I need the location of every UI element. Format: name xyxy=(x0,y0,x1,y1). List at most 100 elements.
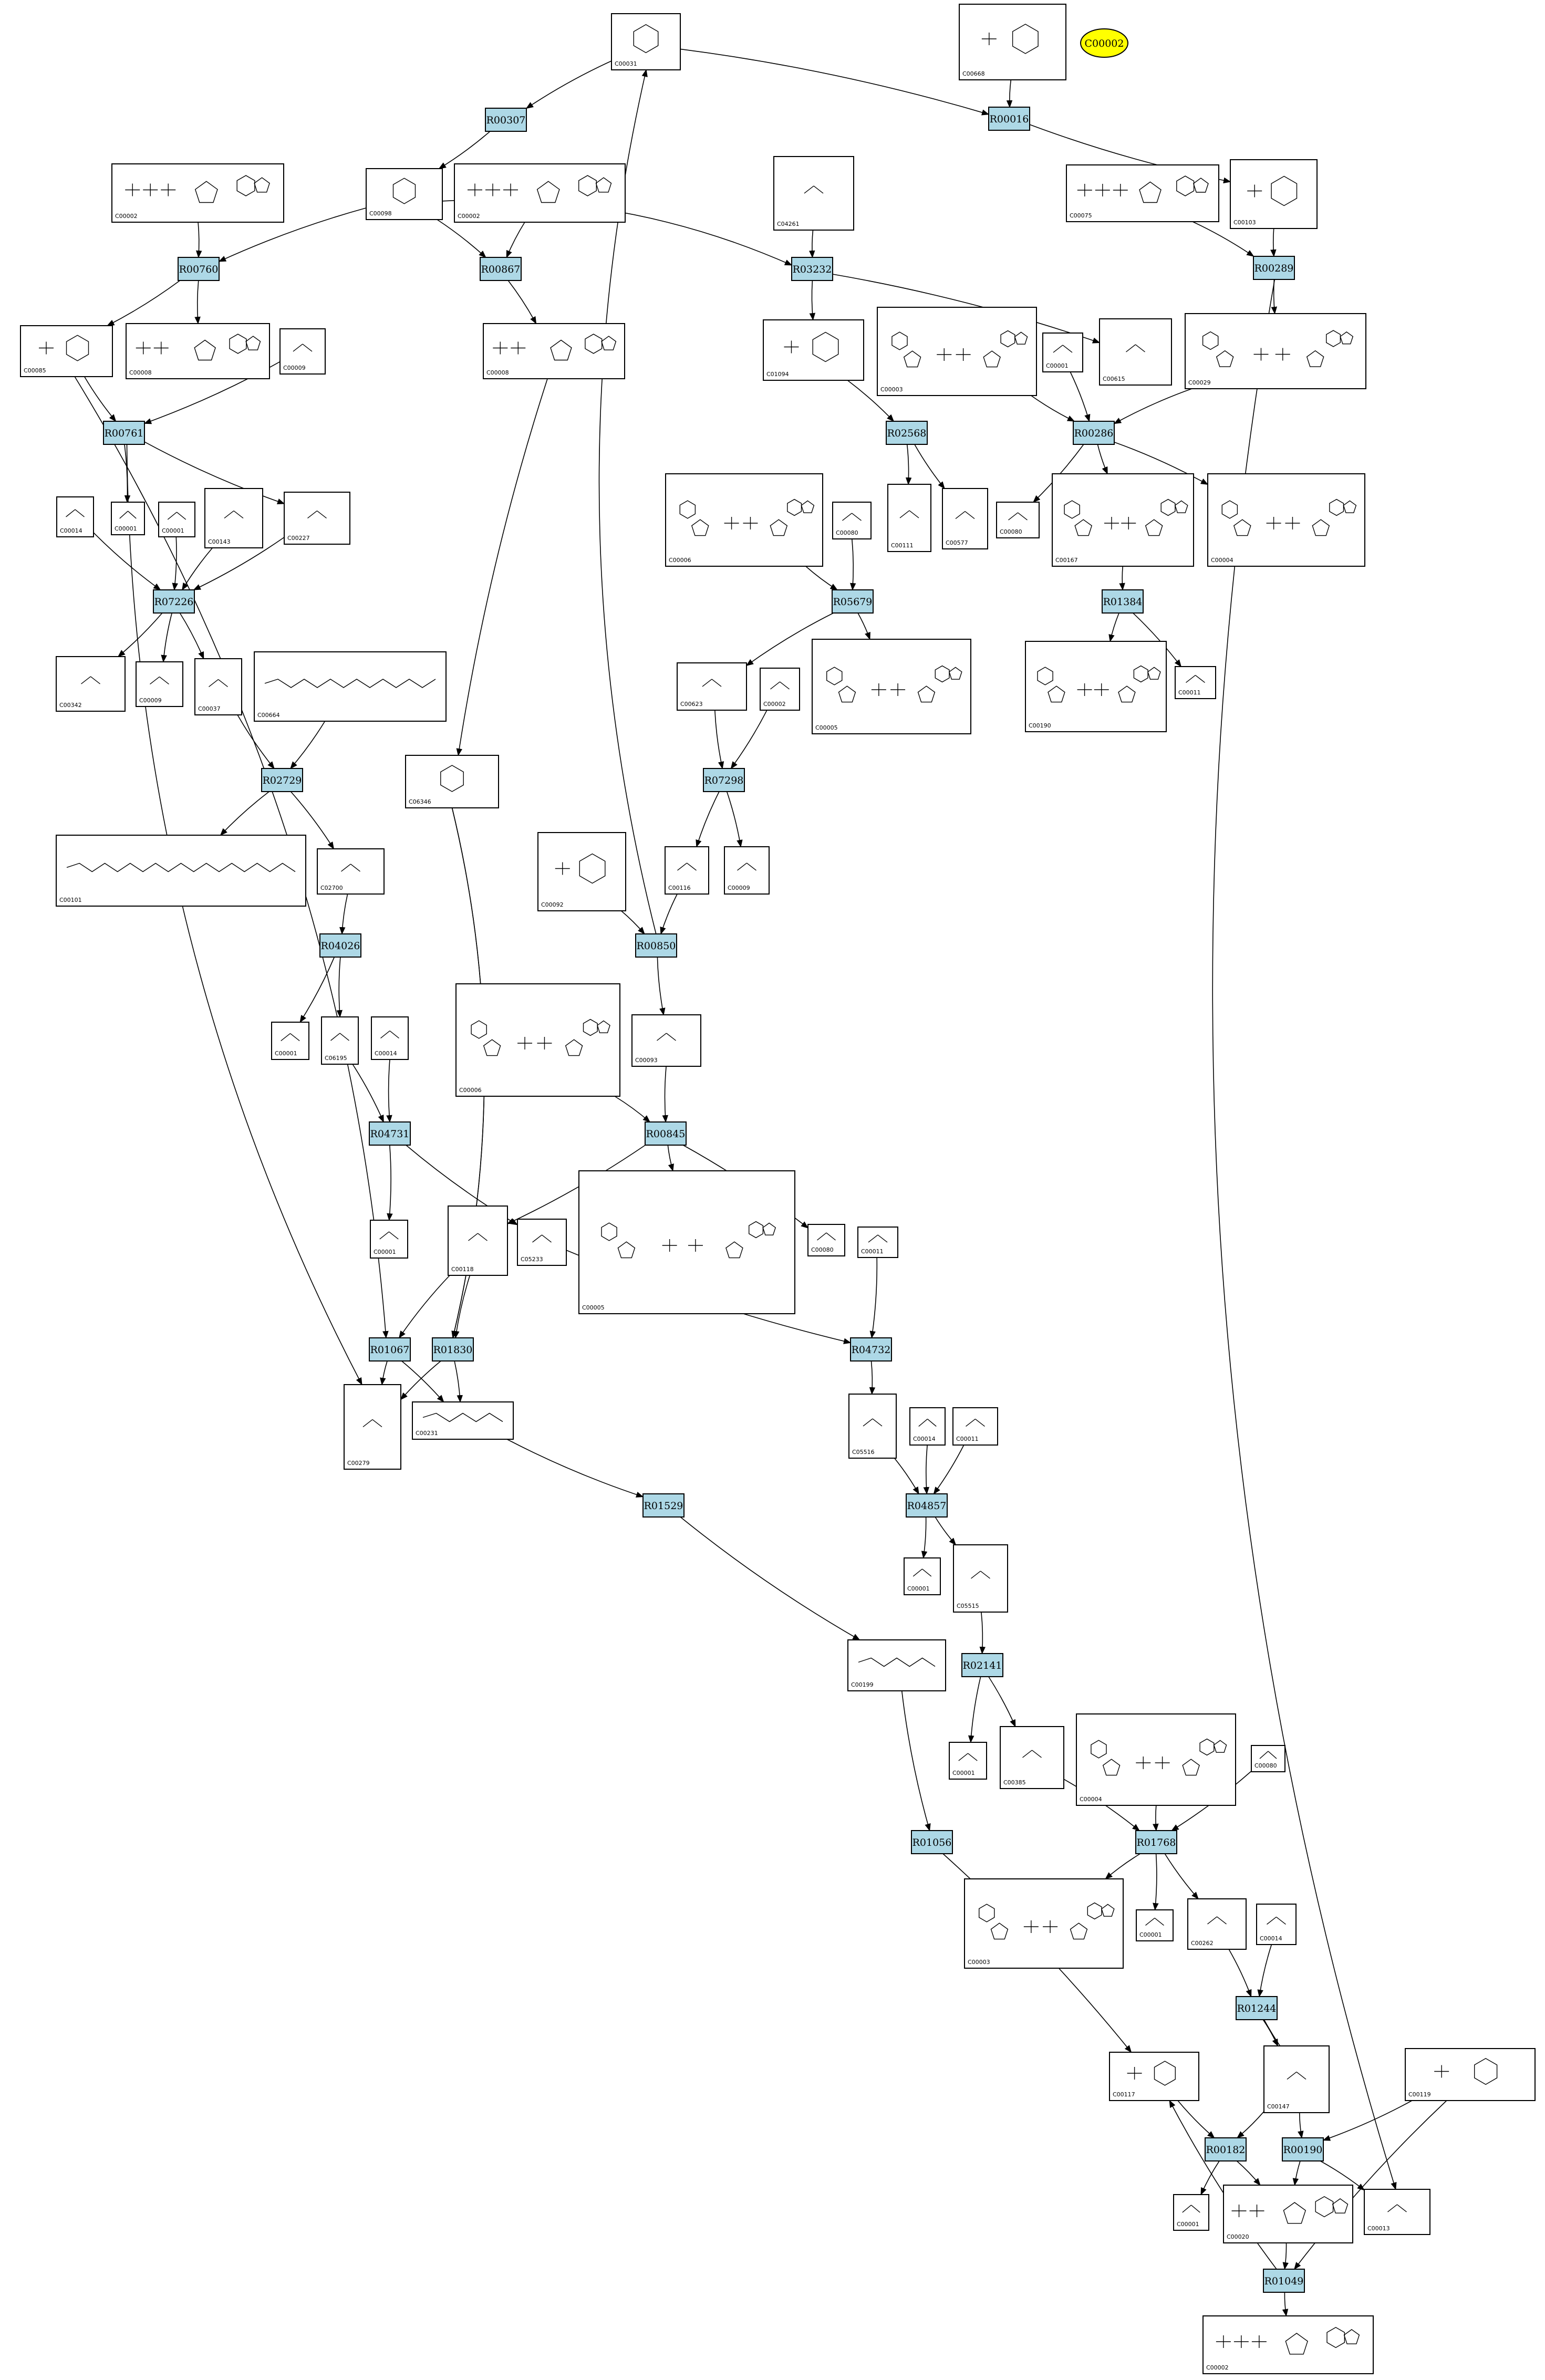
compound-node[interactable]: C00668 xyxy=(959,4,1066,80)
reaction-node[interactable]: R02729 xyxy=(261,768,303,792)
compound-node[interactable]: C00002 xyxy=(1202,2315,1374,2374)
reaction-node[interactable]: R02141 xyxy=(961,1653,1003,1677)
compound-node[interactable]: C00385 xyxy=(1000,1726,1064,1789)
reaction-node[interactable]: R00182 xyxy=(1205,2137,1247,2161)
compound-node[interactable]: C00075 xyxy=(1066,164,1219,222)
compound-node[interactable]: C00001 xyxy=(370,1220,408,1259)
reaction-node[interactable]: R00289 xyxy=(1253,256,1295,280)
compound-node[interactable]: C05233 xyxy=(517,1219,567,1266)
reaction-node[interactable]: R01529 xyxy=(642,1493,685,1518)
compound-node[interactable]: C00002 xyxy=(454,163,626,223)
compound-node[interactable]: C00080 xyxy=(996,502,1040,538)
reaction-node[interactable]: R07226 xyxy=(153,589,195,614)
compound-node[interactable]: C05515 xyxy=(953,1544,1008,1613)
reaction-node[interactable]: R01768 xyxy=(1135,1830,1177,1854)
compound-node[interactable]: C00001 xyxy=(1136,1909,1174,1941)
compound-node[interactable]: C04261 xyxy=(773,156,854,231)
compound-node[interactable]: C00013 xyxy=(1364,2189,1430,2235)
compound-node[interactable]: C00001 xyxy=(904,1557,941,1595)
reaction-node[interactable]: R00016 xyxy=(988,107,1030,131)
reaction-node[interactable]: R00867 xyxy=(480,257,522,281)
compound-node[interactable]: C00014 xyxy=(909,1407,946,1446)
compound-node[interactable]: C00011 xyxy=(857,1227,898,1258)
compound-node[interactable]: C00117 xyxy=(1109,2052,1199,2101)
compound-node[interactable]: C00080 xyxy=(832,502,872,539)
compound-node[interactable]: C00167 xyxy=(1052,473,1194,567)
compound-node[interactable]: C00001 xyxy=(271,1022,309,1060)
compound-node[interactable]: C00009 xyxy=(136,661,183,707)
reaction-node[interactable]: R00760 xyxy=(178,257,220,281)
compound-node[interactable]: C00004 xyxy=(1207,473,1365,567)
compound-node[interactable]: C00623 xyxy=(677,662,747,711)
compound-node[interactable]: C00615 xyxy=(1099,318,1172,386)
reaction-node[interactable]: R00845 xyxy=(645,1121,687,1146)
compound-node[interactable]: C00005 xyxy=(812,639,971,734)
compound-node[interactable]: C00098 xyxy=(366,168,443,220)
compound-node[interactable]: C00005 xyxy=(578,1170,795,1314)
compound-node[interactable]: C00029 xyxy=(1185,313,1366,389)
reaction-node[interactable]: R04732 xyxy=(850,1337,892,1362)
compound-node[interactable]: C06346 xyxy=(405,755,499,808)
compound-node[interactable]: C00085 xyxy=(20,325,113,377)
reaction-node[interactable]: R01244 xyxy=(1236,1996,1278,2020)
compound-node[interactable]: C00009 xyxy=(279,328,326,375)
compound-node[interactable]: C00279 xyxy=(344,1384,401,1470)
reaction-node[interactable]: R04026 xyxy=(319,933,361,958)
reaction-node[interactable]: R00190 xyxy=(1282,2137,1324,2161)
reaction-node[interactable]: R00286 xyxy=(1073,421,1115,445)
compound-node[interactable]: C00147 xyxy=(1263,2045,1330,2113)
compound-node[interactable]: C00664 xyxy=(254,651,447,722)
compound-node[interactable]: C00006 xyxy=(455,983,620,1097)
compound-node[interactable]: C00003 xyxy=(877,307,1037,396)
compound-node[interactable]: C00231 xyxy=(412,1401,514,1440)
compound-node[interactable]: C00001 xyxy=(111,502,145,535)
compound-node[interactable]: C00008 xyxy=(126,323,270,379)
compound-node[interactable]: C00101 xyxy=(56,835,306,907)
compound-node[interactable]: C00037 xyxy=(194,658,242,715)
compound-node[interactable]: C00006 xyxy=(665,473,823,567)
compound-node[interactable]: C00119 xyxy=(1405,2048,1536,2101)
reaction-node[interactable]: R00761 xyxy=(103,421,145,445)
reaction-node[interactable]: R05679 xyxy=(832,589,874,614)
reaction-node[interactable]: R01067 xyxy=(369,1337,411,1362)
compound-node[interactable]: C00009 xyxy=(724,846,770,895)
compound-node[interactable]: C00020 xyxy=(1223,2185,1353,2243)
compound-node[interactable]: C00577 xyxy=(942,488,988,549)
compound-node[interactable]: C00001 xyxy=(1042,332,1083,372)
compound-node[interactable]: C00103 xyxy=(1230,159,1318,229)
reaction-node[interactable]: R03232 xyxy=(791,257,833,281)
compound-node[interactable]: C00001 xyxy=(158,502,195,537)
reaction-node[interactable]: R01830 xyxy=(432,1337,474,1362)
compound-node[interactable]: C00093 xyxy=(631,1014,701,1067)
compound-node[interactable]: C00011 xyxy=(1175,666,1216,699)
compound-node[interactable]: C00080 xyxy=(807,1224,845,1256)
reaction-node[interactable]: R01384 xyxy=(1102,589,1144,614)
reaction-node[interactable]: R02568 xyxy=(886,421,928,445)
reaction-node[interactable]: R01049 xyxy=(1263,2269,1305,2293)
compound-node[interactable]: C00031 xyxy=(611,13,681,70)
query-compound-node[interactable]: C00002 xyxy=(1080,28,1128,58)
compound-node[interactable]: C00080 xyxy=(1251,1745,1285,1772)
compound-node[interactable]: C00227 xyxy=(284,492,350,545)
reaction-node[interactable]: R00307 xyxy=(485,108,527,132)
compound-node[interactable]: C00143 xyxy=(204,488,263,548)
compound-node[interactable]: C00014 xyxy=(371,1016,409,1060)
compound-node[interactable]: C00004 xyxy=(1076,1713,1236,1806)
compound-node[interactable]: C00118 xyxy=(448,1205,508,1276)
compound-node[interactable]: C00001 xyxy=(949,1742,987,1780)
compound-node[interactable]: C00342 xyxy=(56,656,126,712)
compound-node[interactable]: C00190 xyxy=(1025,641,1167,732)
compound-node[interactable]: C00014 xyxy=(1256,1904,1297,1945)
compound-node[interactable]: C00001 xyxy=(1173,2194,1209,2231)
reaction-node[interactable]: R00850 xyxy=(635,933,677,958)
compound-node[interactable]: C00002 xyxy=(760,668,800,711)
compound-node[interactable]: C01094 xyxy=(763,319,864,381)
compound-node[interactable]: C00116 xyxy=(665,846,709,895)
reaction-node[interactable]: R04731 xyxy=(369,1121,411,1146)
reaction-node[interactable]: R07298 xyxy=(703,768,745,792)
reaction-node[interactable]: R01056 xyxy=(911,1830,953,1854)
compound-node[interactable]: C00011 xyxy=(952,1407,998,1446)
compound-node[interactable]: C05516 xyxy=(848,1394,897,1459)
reaction-node[interactable]: R04857 xyxy=(906,1493,948,1518)
compound-node[interactable]: C00092 xyxy=(537,832,626,911)
